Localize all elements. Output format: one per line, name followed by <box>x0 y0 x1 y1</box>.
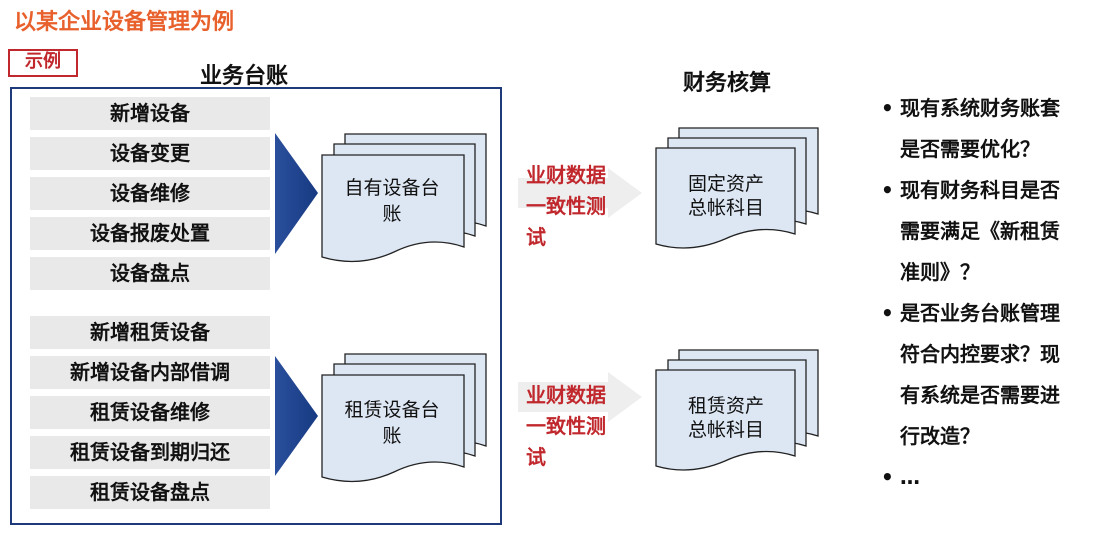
consistency-line: 试 <box>526 225 546 249</box>
page-title: 以某企业设备管理为例 <box>14 10 235 35</box>
questions-list: • 现有系统财务账套 是否需要优化？ • 现有财务科目是否 需要满足《新租赁 准… <box>878 88 1098 498</box>
consistency-line: 一致性测 <box>526 414 606 438</box>
bullet-icon: • <box>881 96 894 120</box>
question-line: 行改造？ <box>900 424 980 448</box>
own-ledger-doc-label: 自有设备台 <box>344 177 439 199</box>
question-line: 现有系统财务账套 <box>900 96 1060 120</box>
list-item: 新增设备内部借调 <box>30 356 270 389</box>
question-line: 需要满足《新租赁 <box>900 219 1060 243</box>
bullet-icon: • <box>881 301 894 325</box>
question-line: 现有财务科目是否 <box>900 178 1060 202</box>
consistency-test-label-1: 业财数据 一致性测 试 <box>526 160 606 253</box>
question-item: • … <box>878 457 1098 498</box>
financial-accounting-heading: 财务核算 <box>683 71 772 96</box>
business-ledger-heading: 业务台账 <box>200 64 289 89</box>
fixed-assets-doc-label: 固定资产 <box>688 173 764 195</box>
leased-equipment-ledger-doc-stack <box>321 353 487 483</box>
bullet-icon: • <box>881 465 894 489</box>
list-item: 设备报废处置 <box>30 217 270 250</box>
consistency-test-label-2: 业财数据 一致性测 试 <box>526 380 606 473</box>
example-tag: 示例 <box>8 49 78 77</box>
list-item: 设备维修 <box>30 177 270 210</box>
group1-pointer-arrow <box>275 133 318 254</box>
question-line: 有系统是否需要进 <box>900 383 1060 407</box>
question-item: • 现有系统财务账套 是否需要优化？ <box>878 88 1098 170</box>
consistency-line: 一致性测 <box>526 194 606 218</box>
list-item: 租赁设备盘点 <box>30 476 270 509</box>
fixed-assets-doc-label: 总帐科目 <box>688 197 764 219</box>
fixed-assets-account-doc-stack <box>655 127 819 249</box>
list-item: 新增租赁设备 <box>30 316 270 349</box>
question-item: • 是否业务台账管理 符合内控要求？现 有系统是否需要进 行改造？ <box>878 293 1098 457</box>
bullet-icon: • <box>881 178 894 202</box>
list-item: 设备盘点 <box>30 257 270 290</box>
leased-assets-account-doc-stack <box>655 349 819 471</box>
group2-flow-arrow <box>518 372 642 422</box>
question-line: 符合内控要求？现 <box>900 342 1060 366</box>
leased-assets-doc-label: 总帐科目 <box>688 419 764 441</box>
group2-pointer-arrow <box>275 356 318 476</box>
own-ledger-doc-label: 账 <box>382 203 401 225</box>
question-line: 准则》？ <box>900 260 980 284</box>
question-item: • 现有财务科目是否 需要满足《新租赁 准则》？ <box>878 170 1098 293</box>
leased-ledger-doc-label: 租赁设备台 <box>344 399 439 421</box>
leased-assets-doc-label: 租赁资产 <box>688 395 764 417</box>
business-ledger-frame <box>10 87 502 525</box>
consistency-line: 试 <box>526 445 546 469</box>
group1-flow-arrow <box>518 168 642 218</box>
own-equipment-ledger-doc-stack <box>321 133 487 263</box>
leased-ledger-doc-label: 账 <box>382 425 401 447</box>
list-item: 租赁设备到期归还 <box>30 436 270 469</box>
list-item: 新增设备 <box>30 97 270 130</box>
question-line: … <box>900 465 920 489</box>
consistency-line: 业财数据 <box>526 163 606 187</box>
list-item: 设备变更 <box>30 137 270 170</box>
question-line: 是否需要优化？ <box>900 137 1040 161</box>
list-item: 租赁设备维修 <box>30 396 270 429</box>
consistency-line: 业财数据 <box>526 383 606 407</box>
question-line: 是否业务台账管理 <box>900 301 1060 325</box>
